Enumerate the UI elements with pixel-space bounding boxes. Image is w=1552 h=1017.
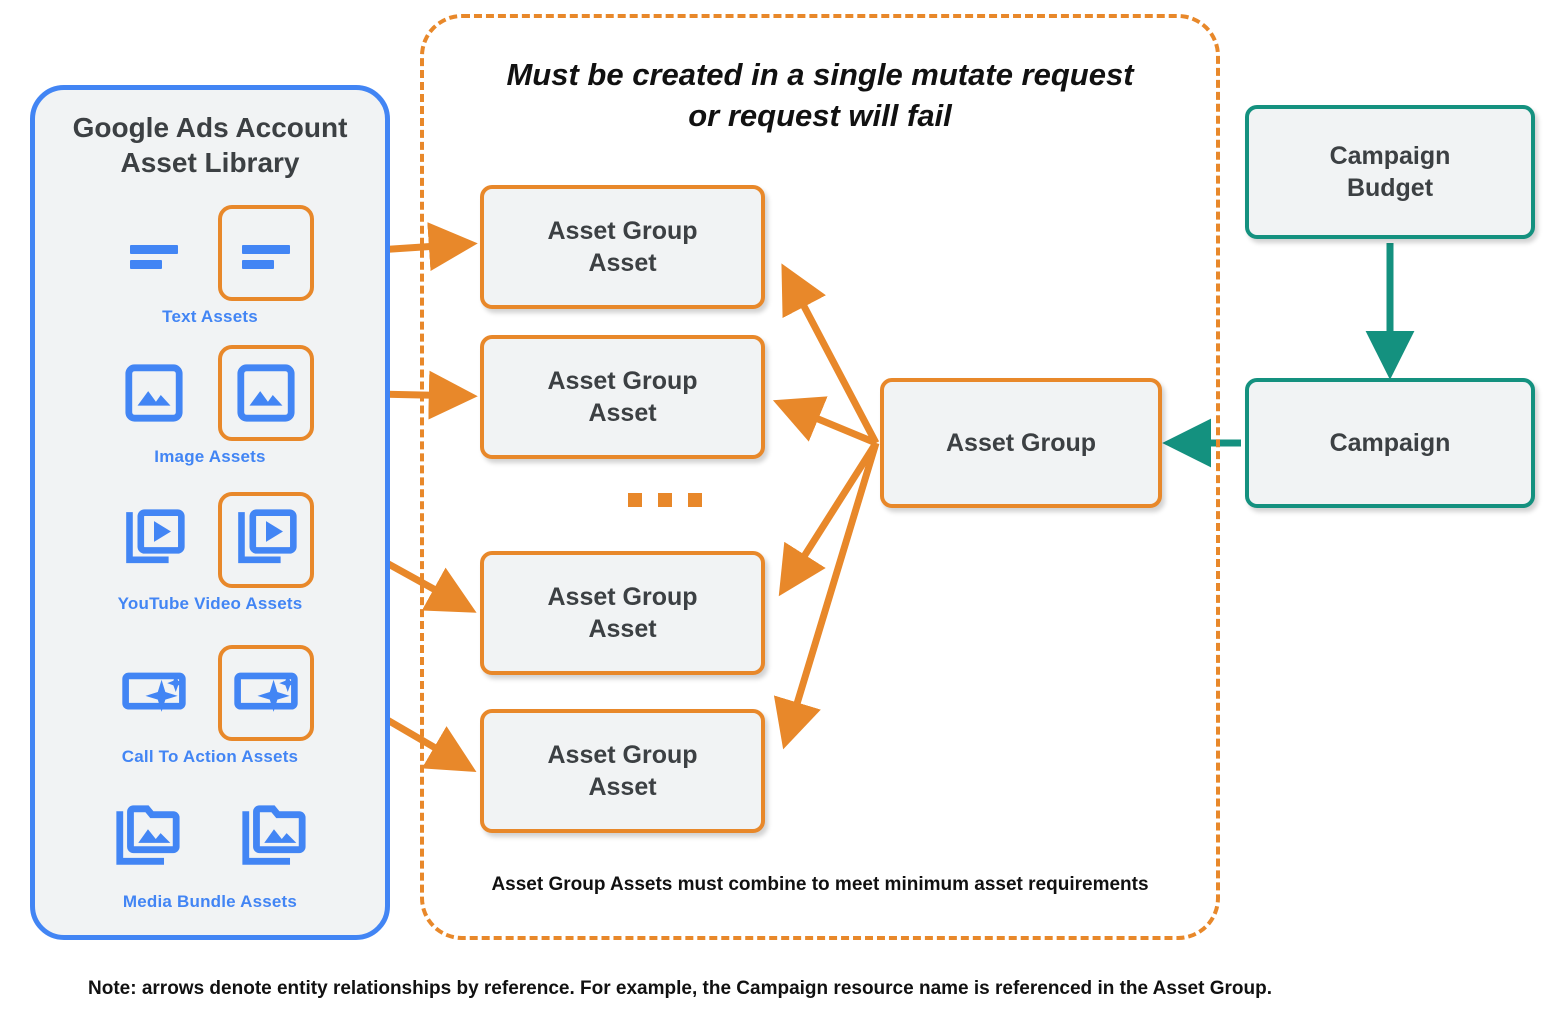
library-item-cta-assets[interactable]: Call To Action Assets bbox=[30, 645, 390, 767]
library-item-video-assets[interactable]: YouTube Video Assets bbox=[30, 492, 390, 614]
library-item-label: Media Bundle Assets bbox=[122, 892, 298, 911]
media-bundle-asset-icon bbox=[99, 790, 195, 886]
call-to-action-asset-icon-highlighted[interactable] bbox=[218, 645, 314, 741]
footer-note: Note: arrows denote entity relationships… bbox=[88, 978, 1272, 999]
asset-group-asset-box-4[interactable]: Asset Group Asset bbox=[480, 709, 765, 833]
library-item-image-assets[interactable]: Image Assets bbox=[30, 345, 390, 467]
library-item-label: Call To Action Assets bbox=[121, 747, 299, 766]
library-item-media-bundle-assets[interactable]: Media Bundle Assets bbox=[30, 790, 390, 912]
image-asset-icon-highlighted[interactable] bbox=[218, 345, 314, 441]
image-asset-icon bbox=[106, 345, 202, 441]
library-item-label: Text Assets bbox=[162, 307, 258, 326]
campaign-box[interactable]: Campaign bbox=[1245, 378, 1535, 508]
text-asset-icon bbox=[106, 205, 202, 301]
library-item-text-assets[interactable]: Text Assets bbox=[30, 205, 390, 327]
video-asset-icon-highlighted[interactable] bbox=[218, 492, 314, 588]
text-asset-icon-highlighted[interactable] bbox=[218, 205, 314, 301]
asset-group-asset-box-1[interactable]: Asset Group Asset bbox=[480, 185, 765, 309]
library-item-label: Image Assets bbox=[154, 447, 266, 466]
ellipsis-icon bbox=[628, 493, 702, 507]
mutate-request-title: Must be created in a single mutate reque… bbox=[506, 57, 1134, 133]
campaign-budget-box[interactable]: Campaign Budget bbox=[1245, 105, 1535, 239]
call-to-action-asset-icon bbox=[106, 645, 202, 741]
asset-library-panel bbox=[30, 85, 390, 940]
asset-group-asset-box-3[interactable]: Asset Group Asset bbox=[480, 551, 765, 675]
media-bundle-asset-icon-2 bbox=[225, 790, 321, 886]
asset-group-asset-box-2[interactable]: Asset Group Asset bbox=[480, 335, 765, 459]
asset-library-title: Google Ads Account Asset Library bbox=[72, 112, 348, 178]
mutate-request-container bbox=[420, 14, 1220, 940]
mutate-request-footnote: Asset Group Assets must combine to meet … bbox=[491, 874, 1149, 895]
library-item-label: YouTube Video Assets bbox=[117, 594, 303, 613]
asset-group-box[interactable]: Asset Group bbox=[880, 378, 1162, 508]
video-asset-icon bbox=[106, 492, 202, 588]
